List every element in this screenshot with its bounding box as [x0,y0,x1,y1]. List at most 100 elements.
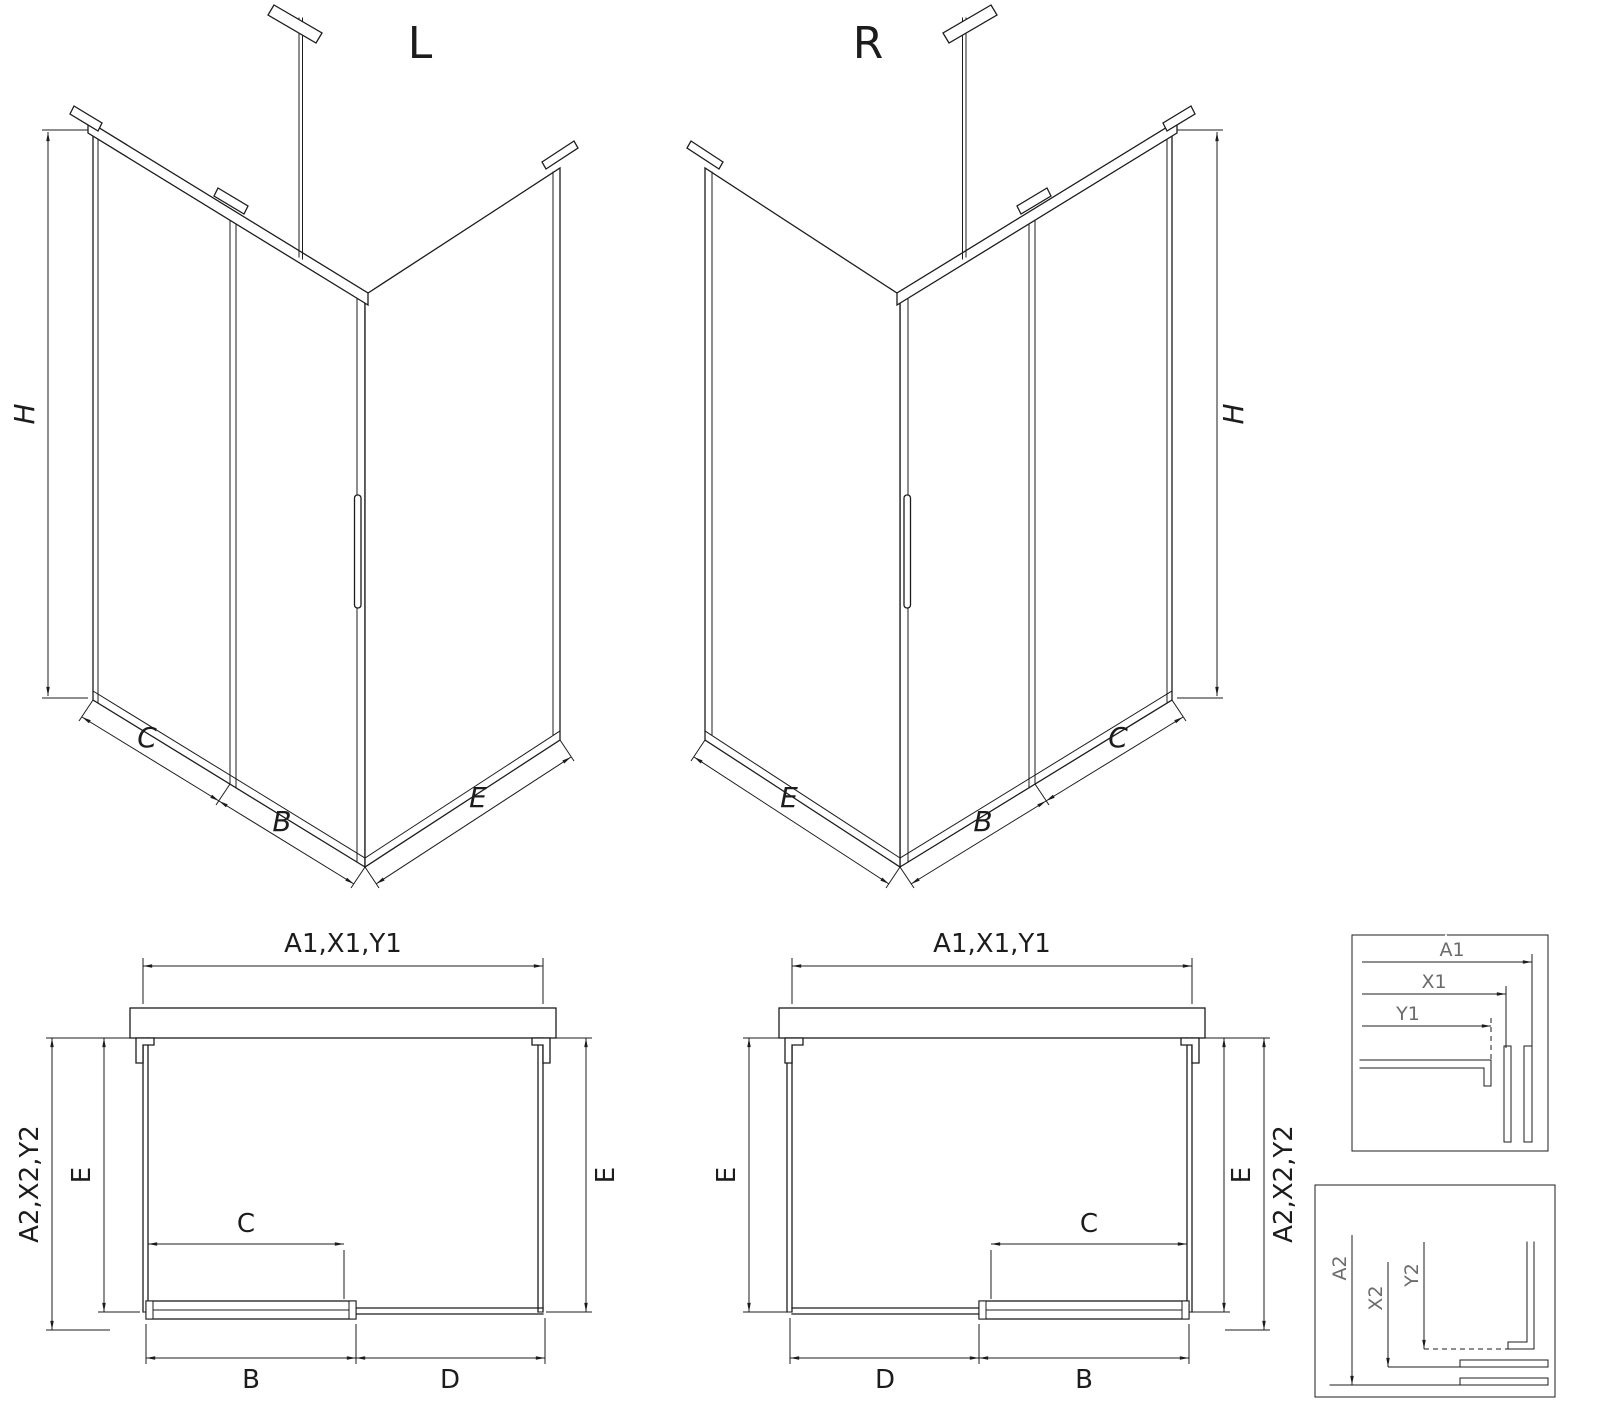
dim-h-right: H [1177,129,1250,699]
detail-dim-y2: Y2 [1397,1242,1508,1350]
dim-label-d: D [440,1365,460,1395]
dim-label-a1x1y1: A1,X1,Y1 [933,929,1051,959]
detail-a1-profile [1359,1045,1533,1143]
dim-label-h: H [1217,403,1250,424]
detail-a2: A2 X2 Y2 [1314,1184,1556,1398]
glass-walls-plan-right [784,1037,1200,1320]
glass-section [1459,1359,1549,1368]
dim-e-left-plan-left: E [46,1037,140,1313]
side-return-panel [704,166,901,869]
dim-e-right-plan-left: E [546,1037,621,1313]
glass-section [1503,1045,1512,1143]
dim-label-a2x2y2: A2,X2,Y2 [15,1125,45,1243]
dim-label-a2: A2 [1329,1255,1351,1280]
detail-dim-a2: A2 [1325,1235,1355,1385]
plan-view-right: A1,X1,Y1 C D B E E [712,929,1299,1395]
iso-view-left: L H [8,4,579,889]
dim-d-plan-left: D [356,1318,546,1395]
dim-label-x1: X1 [1421,971,1446,993]
door-handle [353,494,362,609]
dim-h-left: H [8,129,88,699]
dim-label-y2: Y2 [1401,1263,1423,1288]
iso-view-right: R H [686,4,1250,889]
dim-e-left: E [364,739,575,889]
dim-label-e: E [67,1167,97,1183]
dim-c-left: C [78,699,231,806]
dim-b-left: B [218,800,366,889]
wall-profile-bracket [531,1037,551,1064]
rail-clamp [1016,187,1052,215]
wall-profile-section [1523,1045,1533,1143]
dim-label-e: E [780,781,798,814]
door-face-panel [92,126,366,869]
dim-label-e: E [712,1167,742,1183]
rail-clamp [213,187,249,215]
dim-e-left-plan-right: E [712,1037,789,1313]
side-return-panel [364,166,561,869]
wall-profile-bracket [135,1037,155,1064]
dim-a1-right: A1,X1,Y1 [791,929,1193,1004]
detail-dim-x1: X1 [1362,967,1507,1048]
dim-label-a1: A1 [1439,939,1464,961]
dim-label-d: D [875,1365,895,1395]
dim-label-b: B [973,805,992,838]
detail-dim-x2: X2 [1361,1262,1460,1368]
detail-a1: A1 X1 Y1 [1351,934,1549,1152]
view-title-right: R [853,18,884,69]
glass-panels-right [704,126,1173,869]
dim-label-e: E [1227,1167,1257,1183]
dim-b-plan-left: B [145,1324,357,1395]
dim-a2-plan-left: A2,X2,Y2 [15,1038,110,1331]
dim-label-x2: X2 [1365,1285,1387,1310]
dim-label-e: E [469,781,487,814]
plan-view-left: A1,X1,Y1 C B D E A2,X2,Y2 [15,929,621,1395]
detail-frame [1314,1184,1556,1398]
glass-panels-left [92,126,561,869]
dim-a1-left: A1,X1,Y1 [142,929,544,1004]
dim-b-plan-right: B [978,1324,1190,1395]
wall-profile-section [1459,1377,1549,1386]
wall-bracket [69,105,103,132]
panel-bracket [686,140,724,170]
glass-walls-plan-left [135,1037,551,1320]
dim-d-plan-right: D [789,1318,979,1395]
detail-dim-a1: A1 [1362,935,1533,1048]
top-rail [896,119,1178,307]
wall-bracket [1162,105,1196,132]
view-title-left: L [408,18,433,69]
dim-label-b: B [272,805,291,838]
door-handle [903,494,912,609]
detail-frame [1351,934,1549,1152]
dim-label-c: C [237,1209,255,1239]
detail-dim-y1: Y1 [1362,999,1492,1060]
dim-e-right-plan-right: E [1190,1037,1270,1313]
dim-label-y1: Y1 [1395,1003,1420,1025]
dim-label-a1x1y1: A1,X1,Y1 [284,929,402,959]
wall-section [778,1007,1206,1039]
door-face-panel [899,126,1173,869]
dim-label-c: C [1108,721,1128,754]
dim-label-b: B [1075,1365,1093,1395]
wall-profile-bracket [1180,1037,1200,1064]
dim-label-b: B [242,1365,260,1395]
ceiling-bracket [267,4,323,44]
top-rail-and-supports-right [686,4,1196,307]
dim-c-plan-right: C [990,1209,1187,1299]
dim-label-a2x2y2: A2,X2,Y2 [1269,1125,1299,1243]
dim-b-right: B [899,783,1050,889]
top-rail-and-supports-left [69,4,579,307]
ceiling-bracket [942,4,998,44]
dim-c-right: C [1045,699,1187,802]
wall-section [129,1007,557,1039]
dim-e-right: E [690,739,901,889]
wall-profile-bracket [784,1037,804,1064]
dim-label-h: H [8,403,41,424]
panel-bracket [541,140,579,170]
dim-a2-plan-right: A2,X2,Y2 [1225,1038,1299,1331]
dim-c-plan-left: C [148,1209,345,1299]
dim-label-c: C [1080,1209,1098,1239]
dim-label-e: E [591,1167,621,1183]
dim-label-c: C [137,721,157,754]
